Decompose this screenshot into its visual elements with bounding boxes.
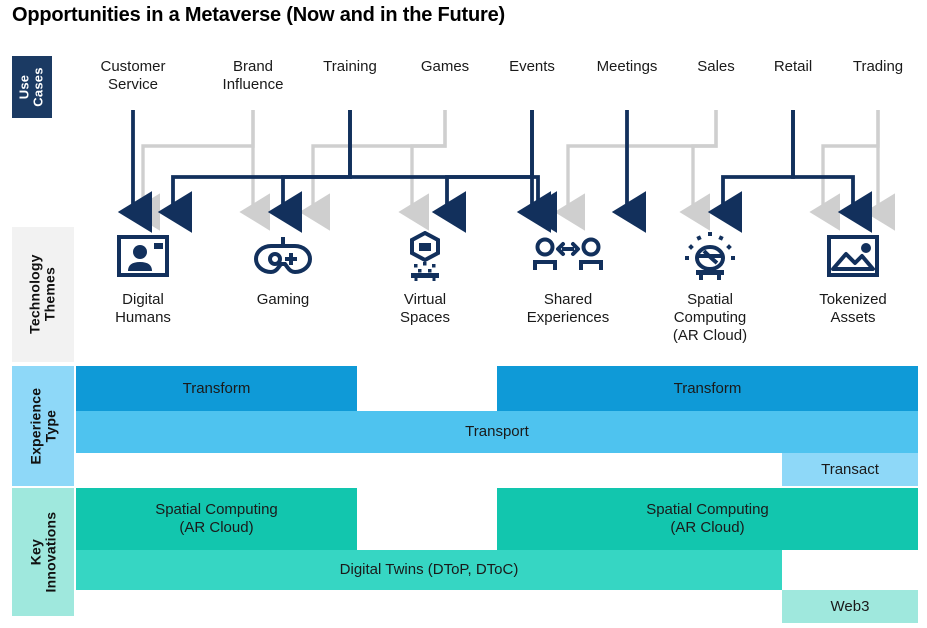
technology-theme-label: Shared Experiences xyxy=(526,291,610,326)
flow-retail-to-tokenized-assets xyxy=(791,110,872,233)
page-title: Opportunities in a Metaverse (Now and in… xyxy=(12,4,505,26)
use-case-label: Meetings xyxy=(596,58,658,75)
band-label: Digital Twins (DToP, DToC) xyxy=(339,561,519,578)
use-case-brand-influence[interactable]: Brand Influence xyxy=(198,58,308,93)
row-label-technology-themes: Technology Themes xyxy=(12,227,74,362)
band-label: Transform xyxy=(673,379,742,397)
band-transport[interactable]: Transport xyxy=(76,411,918,453)
use-case-label: Sales xyxy=(697,58,735,75)
digital-human-icon xyxy=(68,231,218,281)
use-case-label: Games xyxy=(420,58,470,75)
flow-brand-influence-to-digital-humans xyxy=(129,110,255,231)
use-case-label: Events xyxy=(509,58,555,75)
technology-theme-label: Digital Humans xyxy=(115,291,171,326)
technology-theme-spatial[interactable]: Spatial Computing (AR Cloud) xyxy=(635,231,785,345)
technology-theme-gaming[interactable]: Gaming xyxy=(208,231,358,309)
row-label-use-cases-text: Use Cases xyxy=(16,67,46,107)
flow-retail-to-spatial-computing xyxy=(707,110,795,233)
use-case-events[interactable]: Events xyxy=(477,58,587,76)
band-label: Spatial Computing (AR Cloud) xyxy=(646,501,769,536)
row-label-experience-type: Experience Type xyxy=(12,366,74,486)
technology-theme-label: Spatial Computing (AR Cloud) xyxy=(672,291,748,344)
use-case-label: Training xyxy=(323,58,377,75)
band-spatial-computing[interactable]: Spatial Computing (AR Cloud) xyxy=(497,488,918,550)
use-case-label: Retail xyxy=(773,58,813,75)
row-label-experience-type-text: Experience Type xyxy=(26,387,58,465)
band-label: Web3 xyxy=(830,597,870,615)
flow-games-to-virtual-spaces xyxy=(398,110,447,231)
shared-people-icon xyxy=(493,231,643,281)
use-case-label: Brand Influence xyxy=(222,58,284,93)
flow-trading-to-tokenized-left xyxy=(809,110,880,231)
technology-theme-label: Virtual Spaces xyxy=(399,291,451,326)
band-label: Transport xyxy=(465,423,529,440)
technology-theme-virtual[interactable]: Virtual Spaces xyxy=(350,231,500,327)
technology-theme-label: Gaming xyxy=(256,291,310,308)
technology-theme-label: Tokenized Assets xyxy=(819,291,887,326)
row-label-key-innovations: Key Innovations xyxy=(12,488,74,616)
band-transform[interactable]: Transform xyxy=(497,366,918,411)
row-label-technology-themes-text: Technology Themes xyxy=(26,254,58,335)
band-label: Spatial Computing (AR Cloud) xyxy=(155,501,278,536)
virtual-space-cube-icon xyxy=(350,231,500,281)
use-case-retail[interactable]: Retail xyxy=(738,58,848,76)
use-case-games[interactable]: Games xyxy=(390,58,500,76)
technology-theme-tokenized[interactable]: Tokenized Assets xyxy=(778,231,927,327)
band-transact[interactable]: Transact xyxy=(782,453,918,486)
band-label: Transact xyxy=(821,460,879,478)
tokenized-asset-icon xyxy=(778,231,927,281)
gamepad-icon xyxy=(208,231,358,281)
use-case-label: Trading xyxy=(852,58,904,75)
flow-training-rail-to-shared xyxy=(350,175,557,233)
band-transform[interactable]: Transform xyxy=(76,366,357,411)
flow-sales-to-shared-experiences xyxy=(554,110,718,231)
flow-sales-to-spatial-computing xyxy=(679,110,718,231)
flow-training-to-gaming xyxy=(267,110,352,233)
technology-theme-digital[interactable]: Digital Humans xyxy=(68,231,218,327)
band-label: Transform xyxy=(182,379,251,397)
flow-events-to-virtual-spaces xyxy=(431,110,534,233)
band-digital-twins-dtop-dtoc[interactable]: Digital Twins (DToP, DToC) xyxy=(76,550,782,590)
flow-training-to-digital-humans xyxy=(157,110,352,233)
flow-games-to-gaming xyxy=(299,110,447,231)
technology-theme-shared[interactable]: Shared Experiences xyxy=(493,231,643,327)
ar-cloud-icon xyxy=(635,231,785,281)
use-case-sales[interactable]: Sales xyxy=(661,58,771,76)
use-case-label: Customer Service xyxy=(100,58,166,93)
use-case-trading[interactable]: Trading xyxy=(823,58,927,76)
use-case-training[interactable]: Training xyxy=(295,58,405,76)
use-case-customer-service[interactable]: Customer Service xyxy=(78,58,188,93)
use-case-meetings[interactable]: Meetings xyxy=(572,58,682,76)
band-spatial-computing[interactable]: Spatial Computing (AR Cloud) xyxy=(76,488,357,550)
row-label-use-cases: Use Cases xyxy=(12,56,52,118)
band-web3[interactable]: Web3 xyxy=(782,590,918,623)
row-label-key-innovations-text: Key Innovations xyxy=(26,511,59,593)
